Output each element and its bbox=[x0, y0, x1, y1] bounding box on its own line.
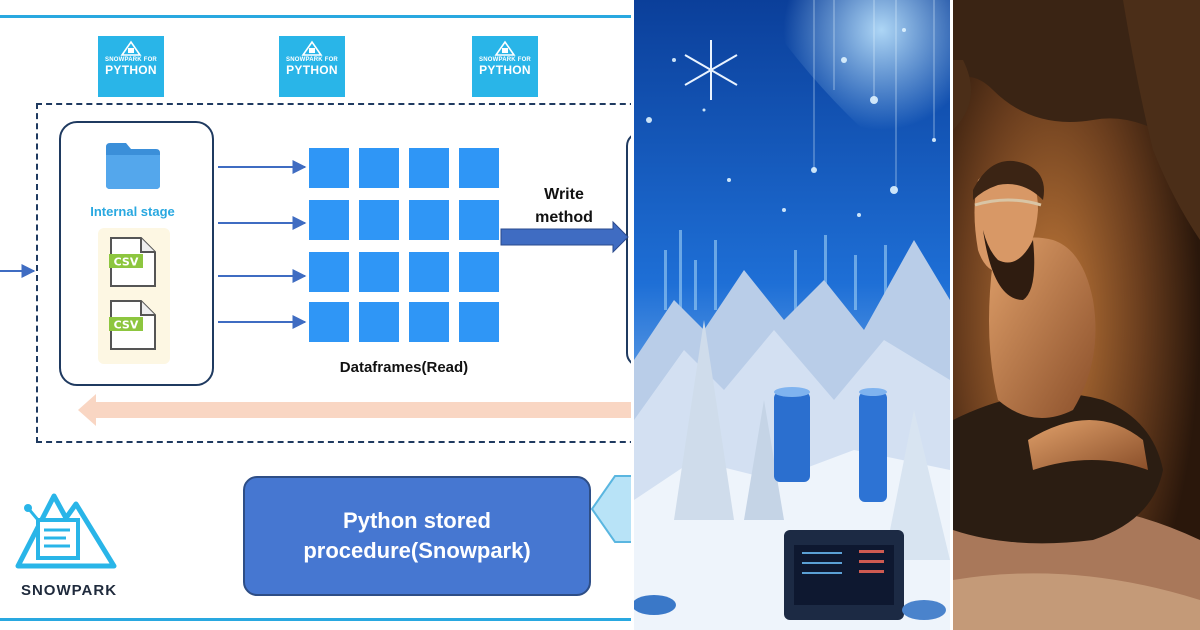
dataframe-cell bbox=[359, 302, 399, 342]
dataframe-cell bbox=[309, 252, 349, 292]
badge-caption: SNOWPARK FOR bbox=[286, 57, 338, 63]
dataframe-cell bbox=[459, 200, 499, 240]
dataframe-cell bbox=[409, 200, 449, 240]
csv-file-icon: CSV bbox=[109, 237, 156, 287]
procedure-input-arrow bbox=[590, 475, 632, 543]
dataframes-label: Dataframes(Read) bbox=[339, 359, 469, 376]
snowpark-mountain-icon bbox=[15, 493, 117, 569]
flow-arrows bbox=[0, 160, 632, 543]
snowpark-python-badge: SNOWPARK FOR PYTHON bbox=[98, 36, 164, 97]
dataframe-cell bbox=[409, 302, 449, 342]
snowpark-mountain-icon bbox=[494, 40, 516, 56]
dataframe-cell bbox=[309, 302, 349, 342]
caveman-in-cave-image bbox=[953, 0, 1200, 630]
return-arrow bbox=[78, 394, 632, 426]
snowpark-mountain-icon bbox=[301, 40, 323, 56]
dataframe-cell bbox=[459, 148, 499, 188]
badge-caption: SNOWPARK FOR bbox=[105, 57, 157, 63]
winter-data-landscape-image bbox=[634, 0, 950, 630]
csv-label: CSV bbox=[114, 319, 139, 332]
procedure-label-line: procedure(Snowpark) bbox=[303, 538, 531, 563]
write-label-line: method bbox=[535, 209, 593, 226]
internal-stage-label: Internal stage bbox=[90, 204, 175, 219]
csv-label: CSV bbox=[114, 256, 139, 269]
dataframe-cell bbox=[409, 148, 449, 188]
dataframe-cell bbox=[409, 252, 449, 292]
python-stored-procedure-box: Python stored procedure(Snowpark) bbox=[243, 476, 591, 596]
write-method-arrow bbox=[500, 220, 629, 254]
badge-title: PYTHON bbox=[105, 63, 157, 77]
csv-file-icon: CSV bbox=[109, 300, 156, 350]
dataframe-cell bbox=[359, 252, 399, 292]
folder-icon bbox=[106, 143, 160, 189]
dataframe-cell bbox=[309, 200, 349, 240]
panel-divider bbox=[631, 0, 634, 630]
dataframe-cell bbox=[459, 302, 499, 342]
badge-caption: SNOWPARK FOR bbox=[479, 57, 531, 63]
snowpark-wordmark: SNOWPARK bbox=[20, 582, 118, 599]
snowpark-python-badge: SNOWPARK FOR PYTHON bbox=[472, 36, 538, 97]
badge-title: PYTHON bbox=[479, 63, 531, 77]
write-method-label: Write method bbox=[524, 183, 604, 229]
top-rule bbox=[0, 15, 632, 18]
snowflake-icon bbox=[684, 40, 738, 100]
dataframe-cell bbox=[459, 252, 499, 292]
pipeline-boundary bbox=[36, 103, 632, 443]
dataframe-cell bbox=[309, 148, 349, 188]
panel-divider bbox=[950, 0, 953, 630]
badge-title: PYTHON bbox=[286, 63, 338, 77]
snowpark-mountain-icon bbox=[120, 40, 142, 56]
dataframe-cell bbox=[359, 148, 399, 188]
procedure-label-line: Python stored bbox=[343, 508, 491, 533]
snowpark-diagram: SNOWPARK FOR PYTHON SNOWPARK FOR PYTHON … bbox=[0, 15, 632, 621]
bottom-rule bbox=[0, 618, 632, 621]
dataframe-cell bbox=[359, 200, 399, 240]
write-label-line: Write bbox=[544, 186, 584, 203]
snowpark-python-badge: SNOWPARK FOR PYTHON bbox=[279, 36, 345, 97]
